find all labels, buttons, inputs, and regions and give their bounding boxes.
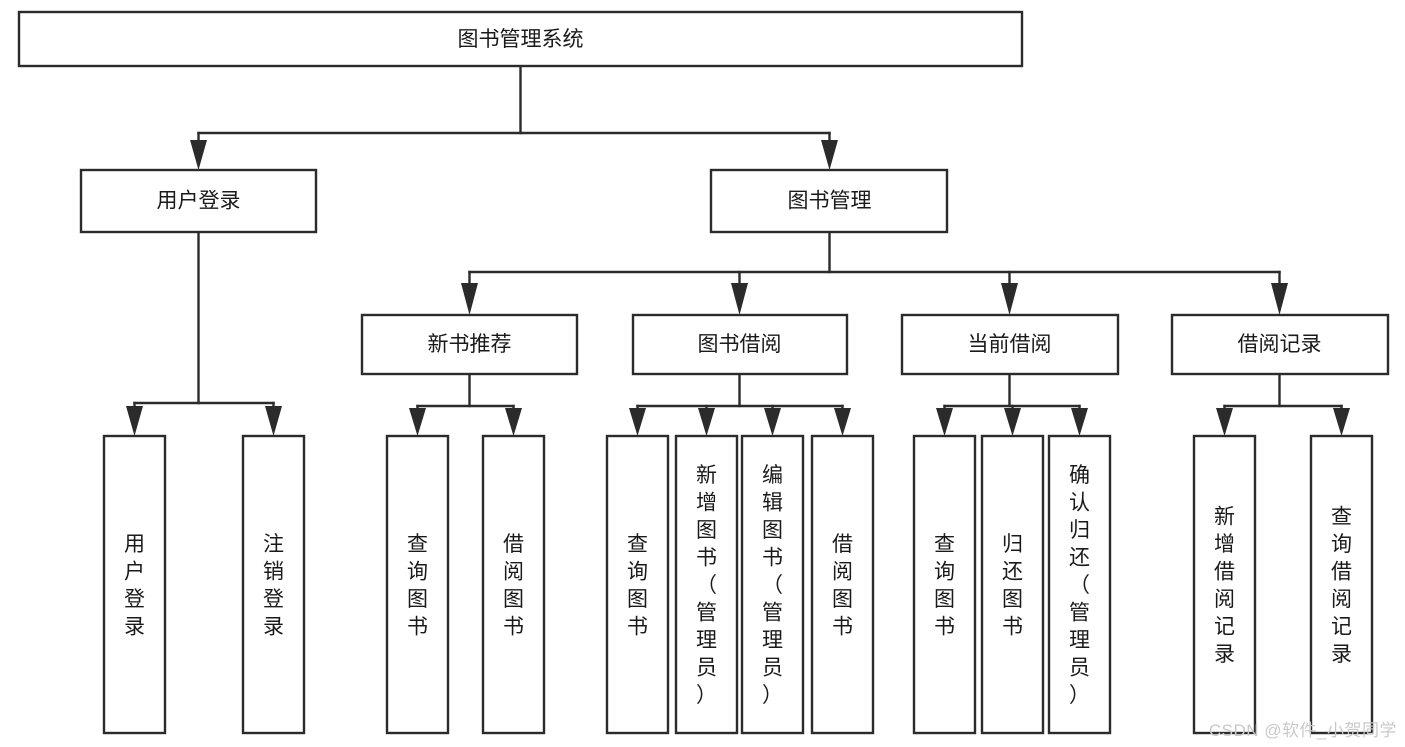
node-borrow-record-box[interactable] <box>1170 313 1390 376</box>
arrow-head-leaf-borrow-book-1 <box>505 408 522 436</box>
node-leaf-edit-book-label: 编辑图书（管理员） <box>762 464 783 707</box>
csdn-watermark: CSDN @软件_小贺同学 <box>1208 721 1397 740</box>
arrow-head-leaf-return-book <box>1004 408 1021 436</box>
connector-group-borrow-record <box>1216 372 1350 436</box>
node-leaf-confirm-return[interactable]: 确认归还（管理员） <box>1047 434 1112 735</box>
node-leaf-query-record-box[interactable] <box>1309 434 1374 735</box>
node-leaf-query-book-1-box[interactable] <box>385 434 450 735</box>
node-leaf-borrow-book-2-label: 借阅图书 <box>832 533 853 639</box>
arrow-head-leaf-add-book <box>698 408 715 436</box>
node-leaf-user-logout[interactable]: 注销登录 <box>241 434 306 735</box>
node-leaf-confirm-return-box[interactable] <box>1047 434 1112 735</box>
node-leaf-borrow-book-1-box[interactable] <box>481 434 546 735</box>
connector-group-root <box>190 64 838 170</box>
node-leaf-return-book[interactable]: 归还图书 <box>980 434 1045 735</box>
arrow-head-current-borrow <box>1001 283 1018 315</box>
node-leaf-user-login-box[interactable] <box>102 434 167 735</box>
node-leaf-add-book-box[interactable] <box>674 434 739 735</box>
node-leaf-add-record-label: 新增借阅记录 <box>1214 506 1235 667</box>
arrow-head-leaf-borrow-book-2 <box>834 408 851 436</box>
connector-group-book-borrow <box>629 372 851 436</box>
arrow-head-user-login <box>190 140 207 170</box>
arrow-head-leaf-user-login <box>126 406 143 436</box>
node-leaf-query-book-3[interactable]: 查询图书 <box>912 434 977 735</box>
node-leaf-query-book-3-box[interactable] <box>912 434 977 735</box>
node-leaf-query-book-2[interactable]: 查询图书 <box>605 434 670 735</box>
arrow-head-leaf-user-logout <box>265 406 282 436</box>
arrow-head-book-borrow <box>731 283 748 315</box>
arrow-head-leaf-confirm-return <box>1071 408 1088 436</box>
node-new-book-recommend-box[interactable] <box>360 313 579 376</box>
node-leaf-add-book-label: 新增图书（管理员） <box>696 464 717 707</box>
connector-group-current-borrow <box>936 372 1088 436</box>
node-borrow-record-label: 借阅记录 <box>1238 333 1322 356</box>
node-new-book-recommend[interactable]: 新书推荐 <box>360 313 579 376</box>
arrow-head-borrow-record <box>1271 283 1288 315</box>
arrow-head-leaf-query-record <box>1333 408 1350 436</box>
node-leaf-borrow-book-1[interactable]: 借阅图书 <box>481 434 546 735</box>
node-leaf-query-book-2-box[interactable] <box>605 434 670 735</box>
node-user-login-box[interactable] <box>79 168 318 234</box>
arrow-head-leaf-add-record <box>1216 408 1233 436</box>
node-leaf-add-record-box[interactable] <box>1192 434 1257 735</box>
node-leaf-query-book-2-label: 查询图书 <box>627 533 648 639</box>
node-book-management-box[interactable] <box>709 168 949 234</box>
node-leaf-borrow-book-2-box[interactable] <box>810 434 875 735</box>
node-leaf-add-book[interactable]: 新增图书（管理员） <box>674 434 739 735</box>
arrow-head-new-book-recommend <box>461 283 478 315</box>
node-leaf-borrow-book-2[interactable]: 借阅图书 <box>810 434 875 735</box>
node-leaf-user-logout-label: 注销登录 <box>263 533 284 639</box>
connector-group-new-book-recommend <box>409 372 522 436</box>
arrow-head-leaf-query-book-2 <box>629 408 646 436</box>
node-book-borrow-label: 图书借阅 <box>698 333 782 356</box>
node-leaf-return-book-label: 归还图书 <box>1002 533 1023 639</box>
node-leaf-query-record[interactable]: 查询借阅记录 <box>1309 434 1374 735</box>
node-leaf-edit-book-box[interactable] <box>740 434 805 735</box>
arrow-head-leaf-edit-book <box>764 408 781 436</box>
node-leaf-query-book-3-label: 查询图书 <box>934 533 955 639</box>
connector-group-book-management <box>461 230 1288 315</box>
node-leaf-query-record-label: 查询借阅记录 <box>1331 506 1352 667</box>
node-leaf-add-record[interactable]: 新增借阅记录 <box>1192 434 1257 735</box>
node-root-box[interactable] <box>17 10 1024 68</box>
arrow-head-book-management <box>821 140 838 170</box>
node-user-login-label: 用户登录 <box>157 190 241 213</box>
node-leaf-confirm-return-label: 确认归还（管理员） <box>1069 464 1090 707</box>
node-leaf-borrow-book-1-label: 借阅图书 <box>503 533 524 639</box>
node-root[interactable]: 图书管理系统 <box>17 10 1024 68</box>
node-book-borrow[interactable]: 图书借阅 <box>631 313 849 376</box>
node-borrow-record[interactable]: 借阅记录 <box>1170 313 1390 376</box>
connector-group-user-login <box>126 230 282 436</box>
node-leaf-user-login-label: 用户登录 <box>124 533 145 639</box>
arrow-head-leaf-query-book-1 <box>409 408 426 436</box>
node-current-borrow-label: 当前借阅 <box>968 333 1052 356</box>
node-leaf-edit-book[interactable]: 编辑图书（管理员） <box>740 434 805 735</box>
node-leaf-query-book-1-label: 查询图书 <box>407 533 428 639</box>
node-book-management-label: 图书管理 <box>788 190 872 213</box>
node-book-management[interactable]: 图书管理 <box>709 168 949 234</box>
node-book-borrow-box[interactable] <box>631 313 849 376</box>
node-current-borrow-box[interactable] <box>900 313 1120 376</box>
node-root-label: 图书管理系统 <box>458 28 584 51</box>
node-user-login[interactable]: 用户登录 <box>79 168 318 234</box>
node-leaf-user-login[interactable]: 用户登录 <box>102 434 167 735</box>
node-current-borrow[interactable]: 当前借阅 <box>900 313 1120 376</box>
node-leaf-query-book-1[interactable]: 查询图书 <box>385 434 450 735</box>
node-leaf-user-logout-box[interactable] <box>241 434 306 735</box>
arrow-head-leaf-query-book-3 <box>936 408 953 436</box>
node-new-book-recommend-label: 新书推荐 <box>428 333 512 356</box>
node-leaf-return-book-box[interactable] <box>980 434 1045 735</box>
